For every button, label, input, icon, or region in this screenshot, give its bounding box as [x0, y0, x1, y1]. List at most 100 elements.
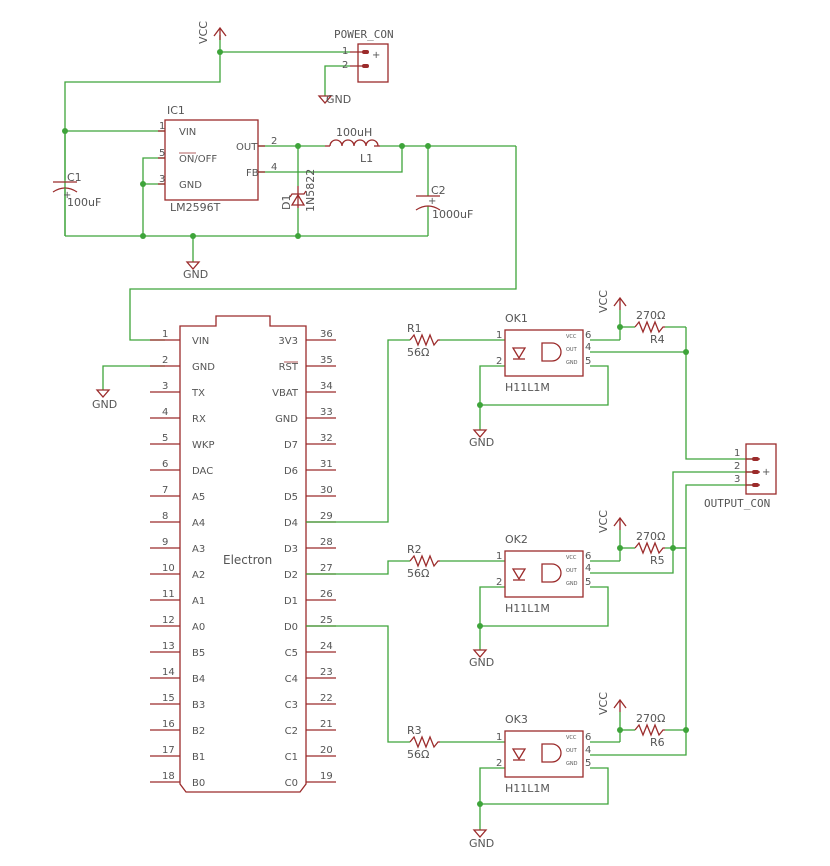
power-plus: +	[372, 50, 380, 61]
mcu-pin-number-right: 24	[320, 641, 333, 652]
mcu-pin-label-right: C0	[285, 778, 298, 789]
mcu-pin-number-right: 33	[320, 407, 333, 418]
ok2-pin2: 2	[496, 577, 502, 588]
ok3-pin2: 2	[496, 758, 502, 769]
mcu-pin-number-right: 32	[320, 433, 333, 444]
mcu-pin-number-left: 4	[162, 407, 168, 418]
mcu-pin-number-left: 17	[162, 745, 175, 756]
ok3-vcc-text: VCC	[566, 735, 577, 741]
power-wires	[64, 35, 517, 390]
mcu-pin-number-left: 18	[162, 771, 175, 782]
ic1-part: LM2596T	[170, 201, 221, 214]
r1-value: 56Ω	[407, 346, 429, 359]
output-pin-3: 3	[734, 474, 740, 485]
svg-text:2: 2	[271, 136, 277, 147]
ic1-pin-out: OUT	[236, 142, 258, 153]
r4-value: 270Ω	[636, 309, 665, 322]
mcu-pin-number-right: 19	[320, 771, 333, 782]
mcu-pin-number-right: 23	[320, 667, 333, 678]
ok2-pin4: 4	[585, 563, 591, 574]
mcu-pin-label-left: B5	[192, 648, 205, 659]
mcu-pin-number-left: 15	[162, 693, 175, 704]
mcu-pin-number-left: 16	[162, 719, 175, 730]
mcu-pins-right: 363V335RST34VBAT33GND32D731D630D529D428D…	[272, 329, 336, 789]
svg-text:+: +	[63, 190, 71, 201]
ok2-pin6: 6	[585, 551, 591, 562]
vcc-symbol-ok1: VCC	[597, 290, 627, 313]
l1-value: 100uH	[336, 126, 372, 139]
gnd-label-2: GND	[183, 268, 208, 281]
ok3-part: H11L1M	[505, 782, 550, 795]
ok3-pin4: 4	[585, 745, 591, 756]
gnd-symbol-regulator: GND	[183, 261, 208, 281]
mcu-pin-number-left: 11	[162, 589, 175, 600]
output-connector-name: OUTPUT_CON	[704, 497, 770, 510]
d1-name: D1	[280, 195, 293, 210]
mcu-pin-number-right: 34	[320, 381, 333, 392]
r5-value: 270Ω	[636, 530, 665, 543]
resistor-r1: R1 56Ω	[407, 322, 440, 359]
svg-text:4: 4	[271, 162, 277, 173]
power-pin-1: 1	[342, 46, 348, 57]
ok2-pin1: 1	[496, 551, 502, 562]
mcu-pin-label-right: D6	[284, 466, 298, 477]
resistor-r3: R3 56Ω	[407, 724, 440, 761]
ok1-out-text: OUT	[566, 347, 578, 353]
mcu-pin-number-left: 2	[162, 355, 168, 366]
ok1-name: OK1	[505, 312, 528, 325]
ok2-out-text: OUT	[566, 568, 578, 574]
resistor-r5: 270Ω R5	[634, 530, 665, 567]
gnd-label-ok3: GND	[469, 837, 494, 850]
mcu-pin-label-left: B1	[192, 752, 205, 763]
vcc-symbol-main: VCC	[197, 21, 227, 44]
vcc-label-ok2: VCC	[597, 510, 610, 533]
output-pin-2: 2	[734, 461, 740, 472]
vcc-label-main: VCC	[197, 21, 210, 44]
optocoupler-ok1: VCC OUT GND OK1 H11L1M 1 2 6 4 5	[496, 312, 591, 394]
ic1-pin-gnd: GND	[179, 180, 202, 191]
ok1-pin5: 5	[585, 356, 591, 367]
mcu-pin-label-right: 3V3	[278, 336, 298, 347]
mcu-pin-number-left: 6	[162, 459, 168, 470]
mcu-pin-number-left: 9	[162, 537, 168, 548]
ok1-pin2: 2	[496, 356, 502, 367]
mcu-pin-label-right: C1	[285, 752, 298, 763]
mcu-pin-label-right: C2	[285, 726, 298, 737]
r2-name: R2	[407, 543, 422, 556]
mcu-pin-label-left: A0	[192, 622, 205, 633]
mcu-pin-number-right: 29	[320, 511, 333, 522]
r3-value: 56Ω	[407, 748, 429, 761]
mcu-pin-number-right: 30	[320, 485, 333, 496]
mcu-pin-number-right: 36	[320, 329, 333, 340]
mcu-pin-number-left: 13	[162, 641, 175, 652]
mcu-pin-label-right: D7	[284, 440, 298, 451]
ok3-pin6: 6	[585, 732, 591, 743]
gnd-label-3: GND	[92, 398, 117, 411]
power-junctions	[62, 49, 431, 239]
power-pin-2: 2	[342, 60, 348, 71]
d1-value: 1N5822	[304, 169, 317, 212]
ok1-pin6: 6	[585, 330, 591, 341]
optocoupler-ok3: VCC OUT GND OK3 H11L1M 1 2 6 4 5	[496, 713, 591, 795]
mcu-name: Electron	[223, 553, 272, 567]
ok1-gnd-text: GND	[566, 360, 578, 366]
gnd-symbol-ok2: GND	[469, 649, 494, 669]
r6-name: R6	[650, 736, 665, 749]
power-connector: POWER_CON 1 2 +	[334, 28, 394, 83]
mcu-pin-number-right: 27	[320, 563, 333, 574]
mcu-pin-label-right: C5	[285, 648, 298, 659]
r1-name: R1	[407, 322, 422, 335]
output-connector: 1 2 3 + OUTPUT_CON	[704, 443, 777, 510]
output-pin-1: 1	[734, 448, 740, 459]
r4-name: R4	[650, 333, 665, 346]
mcu-pin-number-right: 35	[320, 355, 333, 366]
mcu-pin-label-left: A3	[192, 544, 205, 555]
electron-mcu: Electron 1VIN2GND3TX4RX5WKP6DAC7A58A49A3…	[150, 315, 336, 793]
mcu-pin-number-left: 10	[162, 563, 175, 574]
resistor-r2: R2 56Ω	[407, 543, 440, 580]
gnd-symbol-mcu: GND	[92, 389, 117, 411]
mcu-pin-number-right: 28	[320, 537, 333, 548]
ic1-name: IC1	[167, 104, 185, 117]
r5-name: R5	[650, 554, 665, 567]
mcu-pin-label-right: RST	[279, 362, 299, 373]
